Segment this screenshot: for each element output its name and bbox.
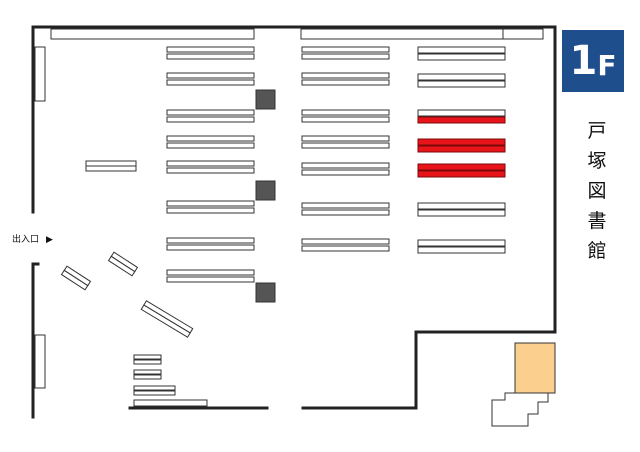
bookshelf bbox=[133, 399, 208, 407]
bookshelf bbox=[166, 167, 255, 174]
library-name: 戸 塚 図 書 館 bbox=[582, 116, 612, 266]
wall-upper-left bbox=[31, 25, 557, 410]
bookshelf bbox=[166, 116, 255, 123]
bookshelf bbox=[166, 237, 255, 244]
bookshelves bbox=[85, 46, 506, 407]
library-name-char: 塚 bbox=[587, 150, 607, 172]
bookshelf bbox=[166, 109, 255, 116]
bookshelf bbox=[133, 354, 162, 360]
entrance-label: 出入口 bbox=[12, 235, 40, 245]
pillar bbox=[255, 180, 276, 201]
bookshelf bbox=[166, 269, 255, 276]
angled-shelf bbox=[107, 251, 139, 277]
bookshelf bbox=[166, 200, 255, 207]
wall-shelves bbox=[34, 28, 544, 389]
entrance-marker: 出入口 ▶ bbox=[12, 232, 53, 245]
bookshelf bbox=[166, 276, 255, 283]
highlighted-shelf bbox=[417, 163, 506, 171]
walls bbox=[31, 25, 557, 419]
bookshelf bbox=[417, 209, 506, 217]
bookshelf bbox=[166, 244, 255, 251]
pillar bbox=[255, 89, 276, 110]
bookshelf bbox=[166, 46, 255, 53]
angled-shelves bbox=[60, 251, 194, 338]
bookshelf bbox=[166, 160, 255, 167]
highlighted-area bbox=[514, 342, 556, 394]
bookshelf bbox=[133, 359, 162, 365]
floor-number: 1 bbox=[569, 38, 598, 84]
bookshelf bbox=[417, 46, 506, 54]
bookshelf bbox=[166, 135, 255, 142]
bookshelf bbox=[417, 73, 506, 81]
library-name-char: 図 bbox=[587, 180, 607, 202]
floor-badge: 1 F bbox=[562, 30, 624, 92]
bookshelf bbox=[301, 142, 390, 149]
annex-outline bbox=[491, 392, 555, 427]
highlighted-shelf bbox=[417, 145, 506, 153]
highlighted-shelf bbox=[417, 116, 506, 124]
pillar bbox=[255, 282, 276, 303]
library-name-char: 書 bbox=[587, 210, 607, 232]
angled-shelf bbox=[60, 265, 92, 291]
bookshelf bbox=[166, 207, 255, 214]
bookshelf bbox=[85, 165, 137, 172]
bookshelf bbox=[85, 160, 137, 167]
bookshelf bbox=[301, 169, 390, 176]
highlighted-shelf bbox=[417, 170, 506, 178]
library-name-char: 戸 bbox=[587, 120, 607, 142]
bookshelf bbox=[166, 79, 255, 86]
bookshelf bbox=[133, 385, 176, 391]
bookshelf bbox=[301, 202, 390, 209]
bookshelf bbox=[301, 72, 390, 79]
bookshelf bbox=[417, 246, 506, 254]
bookshelf bbox=[417, 53, 506, 61]
entrance-arrow-icon: ▶ bbox=[46, 235, 53, 245]
bookshelf bbox=[301, 135, 390, 142]
bookshelf bbox=[417, 202, 506, 210]
bookshelf bbox=[166, 142, 255, 149]
highlighted-shelf bbox=[417, 138, 506, 146]
bookshelf bbox=[301, 109, 390, 116]
floor-letter: F bbox=[597, 49, 617, 82]
bookshelf bbox=[301, 46, 390, 53]
bookshelf bbox=[417, 80, 506, 88]
bookshelf bbox=[133, 374, 162, 380]
bookshelf bbox=[301, 245, 390, 252]
left-wall-shelf-upper bbox=[34, 46, 46, 102]
bookshelf bbox=[301, 53, 390, 60]
bookshelf bbox=[301, 116, 390, 123]
highlighted-shelves bbox=[417, 116, 506, 178]
library-name-char: 館 bbox=[587, 240, 607, 262]
top-wall-shelf-left bbox=[50, 28, 255, 40]
pillars bbox=[255, 89, 276, 303]
bookshelf bbox=[301, 238, 390, 245]
bookshelf bbox=[133, 369, 162, 375]
bookshelf bbox=[417, 239, 506, 247]
bookshelf bbox=[301, 209, 390, 216]
bookshelf bbox=[417, 109, 506, 117]
angled-shelf bbox=[140, 300, 194, 338]
bookshelf bbox=[166, 53, 255, 60]
top-wall-shelf-right bbox=[300, 28, 544, 40]
bookshelf bbox=[301, 79, 390, 86]
left-wall-shelf-lower bbox=[34, 334, 46, 389]
bookshelf bbox=[133, 390, 176, 396]
bookshelf bbox=[301, 162, 390, 169]
bookshelf bbox=[166, 72, 255, 79]
